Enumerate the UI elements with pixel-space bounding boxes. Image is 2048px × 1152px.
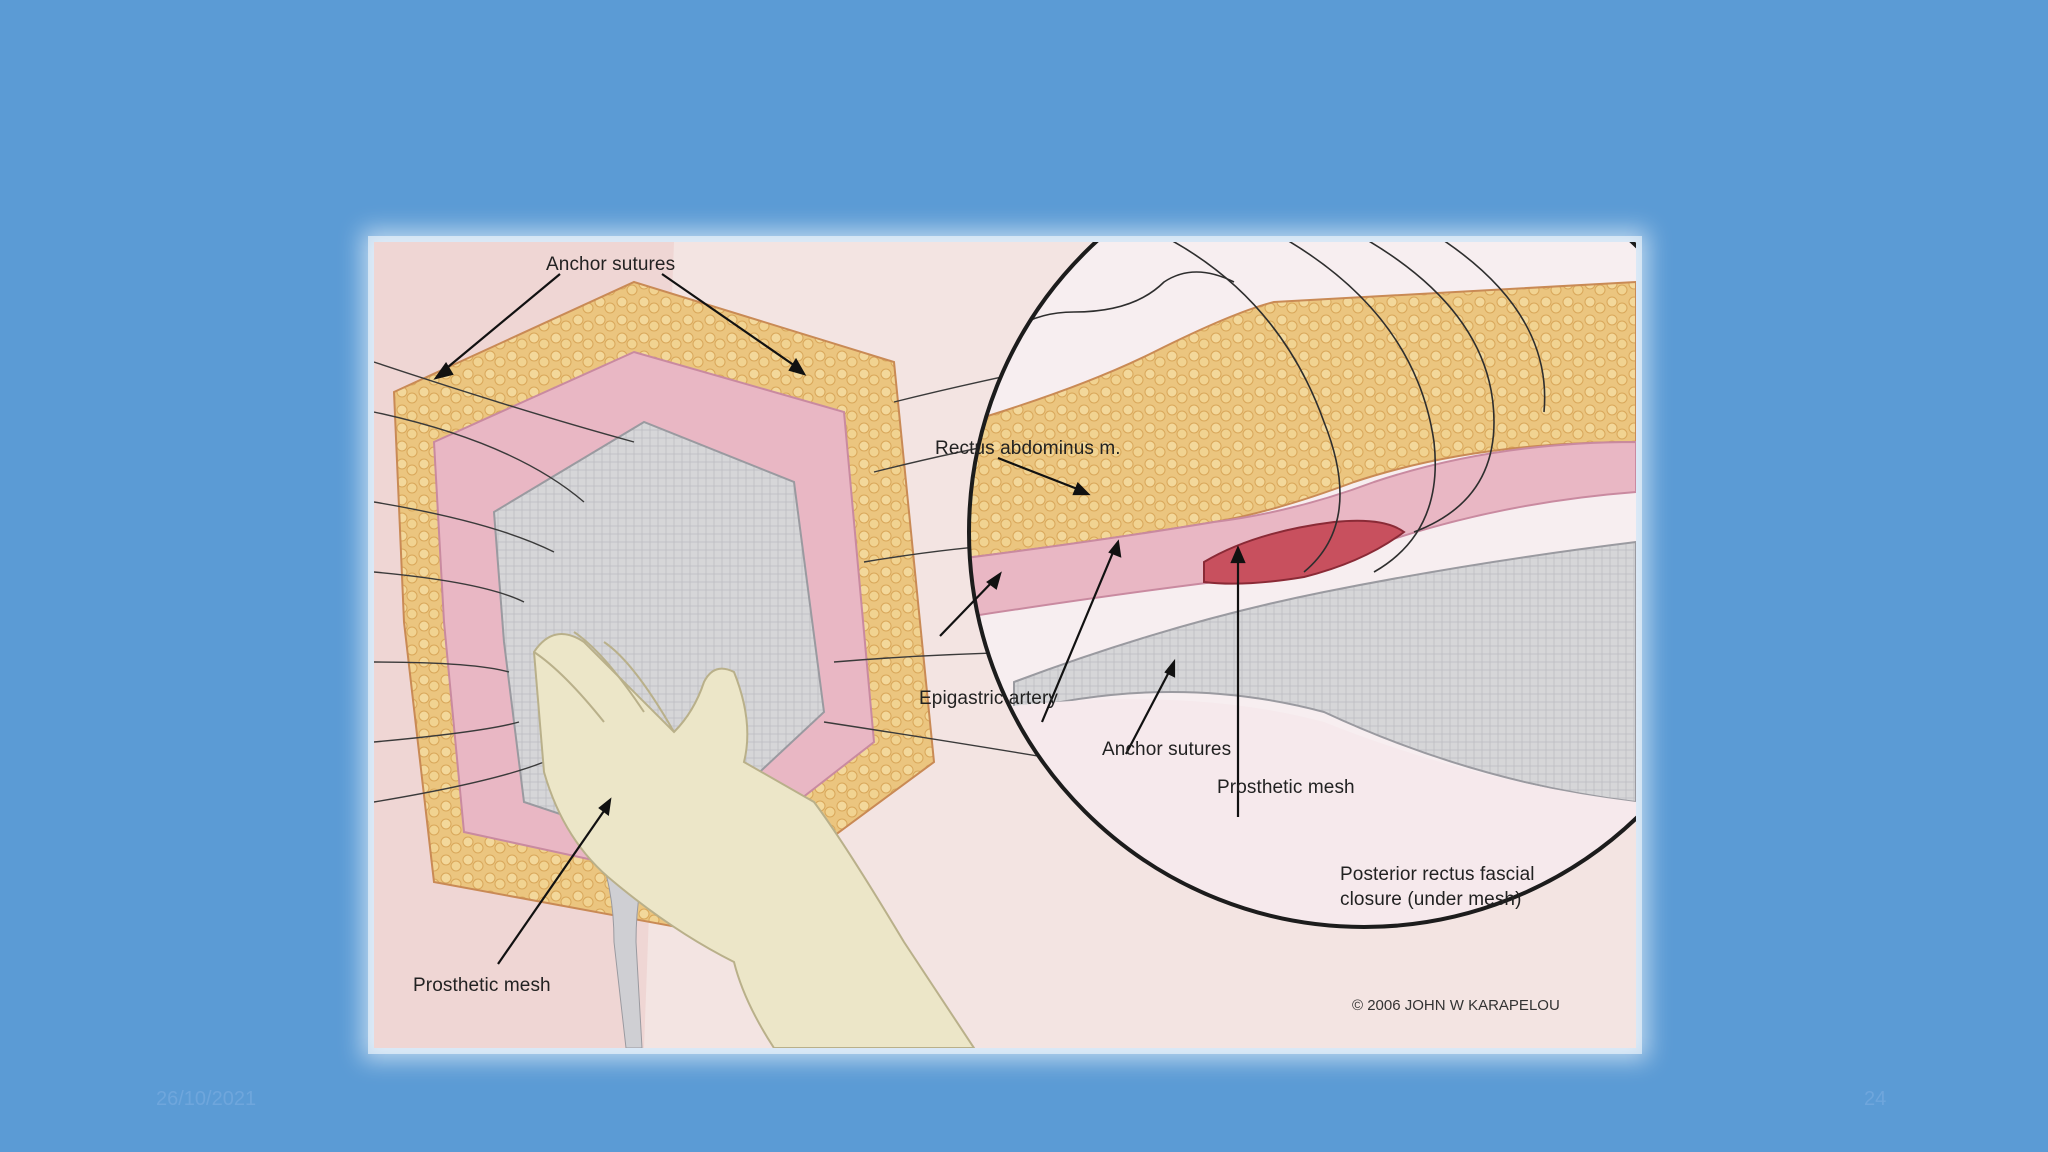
copyright-notice: © 2006 JOHN W KARAPELOU bbox=[1352, 997, 1560, 1014]
footer-date: 26/10/2021 bbox=[156, 1088, 257, 1110]
label-posterior-rectus-fascial-closure: Posterior rectus fascial closure (under … bbox=[1340, 864, 1535, 910]
label-prosthetic-mesh-main: Prosthetic mesh bbox=[413, 975, 551, 996]
gloved-hand bbox=[532, 631, 976, 1048]
surgical-illustration: Anchor sutures Rectus abdominus m. Epiga… bbox=[374, 242, 1636, 1048]
label-epigastric-artery: Epigastric artery bbox=[919, 688, 1058, 709]
inset-circle-outline bbox=[967, 242, 1636, 929]
label-rectus-abdominus: Rectus abdominus m. bbox=[935, 438, 1121, 459]
inset-detail bbox=[969, 242, 1636, 927]
illustration-drawing bbox=[374, 242, 1636, 1048]
label-prosthetic-mesh-inset: Prosthetic mesh bbox=[1217, 777, 1355, 798]
rectus-muscle-shape bbox=[1203, 519, 1406, 585]
label-arrows bbox=[433, 273, 1246, 965]
label-anchor-sutures-inset: Anchor sutures bbox=[1102, 739, 1232, 760]
label-anchor-sutures-top: Anchor sutures bbox=[546, 254, 676, 275]
footer-page-number: 24 bbox=[1864, 1088, 1887, 1110]
